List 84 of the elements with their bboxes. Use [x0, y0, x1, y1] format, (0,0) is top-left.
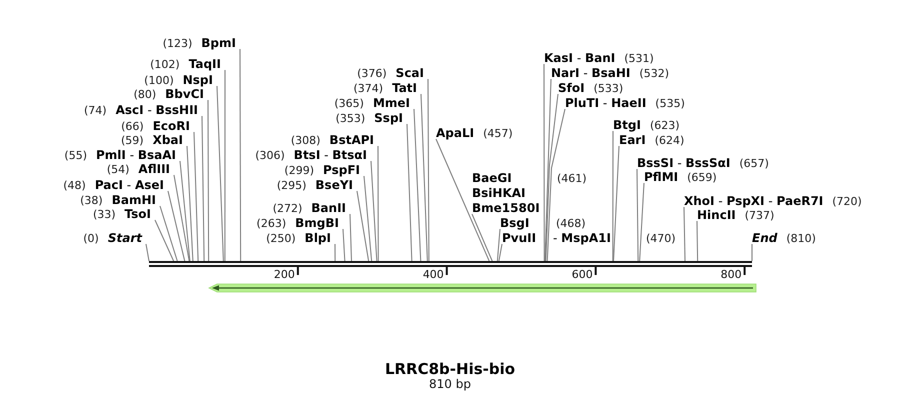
leader-line	[546, 108, 566, 262]
leader-line	[174, 174, 190, 262]
cut-site-label: (374) TatI	[353, 80, 421, 94]
leader-line	[186, 146, 194, 262]
cut-site-label: (353) SspI	[336, 110, 407, 124]
leader-line	[160, 206, 178, 262]
leader-line	[544, 78, 552, 262]
ruler-number: 400	[422, 268, 444, 282]
cut-site-label: (48) PacI - AseI	[63, 177, 168, 191]
cut-site-label: NarI - BsaHI (532)	[551, 65, 669, 79]
cut-site-label: (308) BstAPI	[290, 132, 378, 146]
cut-site-label: EarI (624)	[619, 132, 684, 146]
cut-site-label: (55) PmlI - BsaAI	[64, 147, 180, 161]
cut-site-label: PflMI (659)	[644, 169, 717, 183]
cut-site-label: BssSI - BssSαI (657)	[637, 155, 769, 169]
sequence-end-label: (0) Start	[83, 230, 146, 244]
cut-site-label: (59) XbaI	[121, 132, 187, 146]
cut-site-label: PvuII - MspA1I (470)	[502, 230, 676, 244]
cut-site-label: (376) ScaI	[357, 65, 428, 79]
cut-site-label: XhoI - PspXI - PaeR7I (720)	[684, 193, 862, 207]
cut-site-label: PluTI - HaeII (535)	[565, 95, 685, 109]
cut-site-label: (272) BanII	[272, 200, 350, 214]
cut-site-label: ApaLI (457)	[436, 125, 513, 139]
leader-line	[684, 206, 686, 262]
cut-site-label: (102) TaqII	[150, 56, 225, 70]
leader-line	[406, 124, 412, 262]
leader-line	[696, 220, 698, 262]
leader-line	[180, 160, 190, 262]
leader-line	[216, 86, 224, 262]
leader-line	[498, 244, 502, 262]
leader-line	[414, 108, 422, 262]
sequence-end-label: End (810)	[752, 230, 816, 244]
leader-line	[436, 138, 490, 262]
leader-line	[240, 48, 242, 262]
leader-line	[472, 214, 493, 262]
sequence-length: 810 bp	[429, 377, 471, 391]
leader-line	[612, 130, 614, 262]
leader-line	[342, 228, 346, 262]
ruler-number: 200	[274, 268, 295, 282]
leader-line	[545, 94, 558, 262]
leader-line	[613, 146, 620, 262]
cut-site-label: (100) NspI	[144, 72, 217, 86]
leader-line	[334, 244, 336, 262]
cut-site-label: (33) TsoI	[92, 206, 155, 220]
cut-site-label: (66) EcoRI	[121, 118, 194, 132]
cut-site-label: SfoI (533)	[558, 80, 624, 94]
cut-site-label: (306) BtsI - BtsαI	[255, 147, 371, 161]
leader-line	[378, 146, 379, 262]
leader-line	[544, 64, 545, 262]
cut-site-label: (80) BbvCI	[134, 86, 208, 100]
cut-site-label: KasI - BanI (531)	[544, 50, 654, 64]
leader-line	[350, 214, 352, 262]
cut-site-label: (365) MmeI	[334, 95, 414, 109]
ruler-number: 600	[572, 268, 593, 282]
dna-backbone	[149, 261, 752, 267]
cut-site-label: BtgI (623)	[613, 117, 680, 131]
leader-line	[224, 70, 226, 262]
leader-line	[194, 132, 199, 262]
leader-line	[168, 190, 186, 262]
leader-line	[154, 220, 174, 262]
leader-line	[364, 176, 372, 262]
cut-site-label: HincII (737)	[697, 207, 774, 221]
leader-line	[420, 94, 428, 262]
leader-line	[202, 116, 205, 262]
leader-line	[428, 78, 430, 262]
leader-line	[639, 182, 644, 262]
cut-site-label: BsgI (468)	[500, 215, 586, 229]
cut-site-label: (295) BseYI	[276, 177, 357, 191]
cut-site-label: (38) BamHI	[80, 192, 160, 206]
cut-site-label: (74) AscI - BssHII	[84, 102, 202, 116]
cut-site-label: (123) BpmI	[162, 35, 240, 49]
leader-line	[146, 244, 150, 262]
map-title: LRRC8b-His-bio	[384, 360, 516, 378]
leader-line	[208, 100, 210, 262]
cut-site-label: (263) BmgBI	[256, 215, 343, 229]
ruler-number: 800	[720, 268, 742, 282]
leader-line	[370, 160, 378, 262]
cut-site-label: BaeGI (461) BsiHKAI Bme1580I	[472, 170, 587, 214]
leader-line	[496, 228, 500, 262]
leader-line	[636, 168, 639, 262]
cut-site-label: (250) BlpI	[266, 230, 335, 244]
cut-site-label: (299) PspFI	[284, 162, 364, 176]
cut-site-label: (54) AflIII	[106, 161, 174, 175]
leader-line	[356, 190, 370, 262]
